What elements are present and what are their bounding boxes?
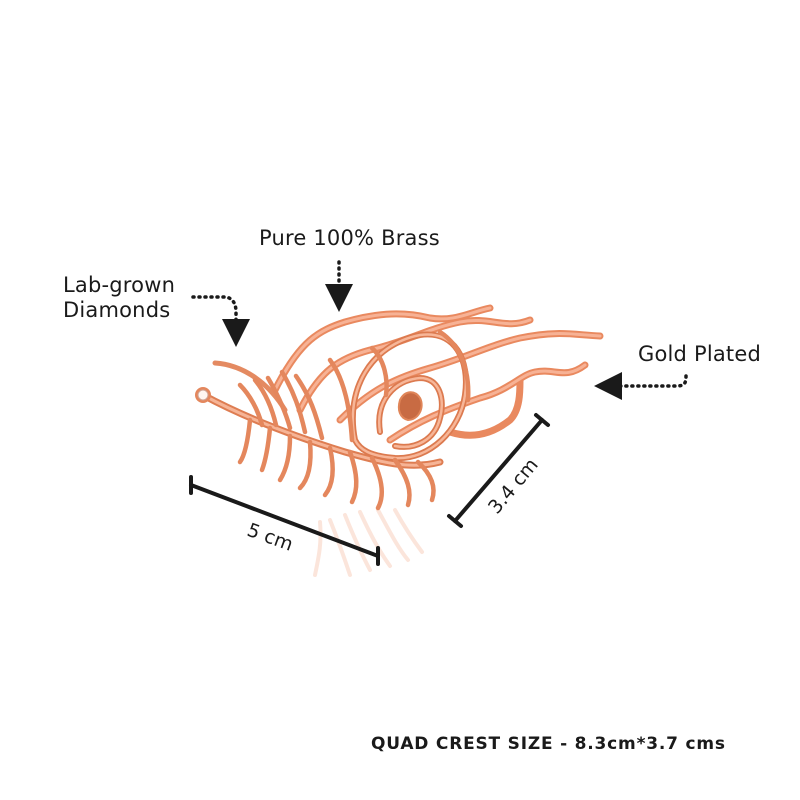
width-dimension-label: 5 cm — [244, 519, 296, 556]
width-dimension-line — [189, 475, 380, 566]
height-dimension-line — [447, 413, 550, 528]
product-reflection — [313, 508, 424, 577]
diamond-label: Lab-grown Diamonds — [63, 273, 175, 323]
diamond-icon — [195, 387, 211, 403]
size-caption: QUAD CREST SIZE - 8.3cm*3.7 cms — [371, 734, 726, 754]
peacock-feather-hair-comb-icon — [199, 304, 604, 511]
gold-label: Gold Plated — [638, 342, 762, 366]
gold-arrow — [594, 372, 688, 400]
brass-label: Pure 100% Brass — [259, 226, 440, 250]
diamond-label-line1: Lab-grown — [63, 273, 176, 297]
diamond-arrow — [191, 295, 250, 347]
diamond-label-line2: Diamonds — [63, 298, 171, 322]
annotation-arrows — [191, 260, 688, 400]
height-dimension-label: 3.4 cm — [484, 454, 543, 518]
